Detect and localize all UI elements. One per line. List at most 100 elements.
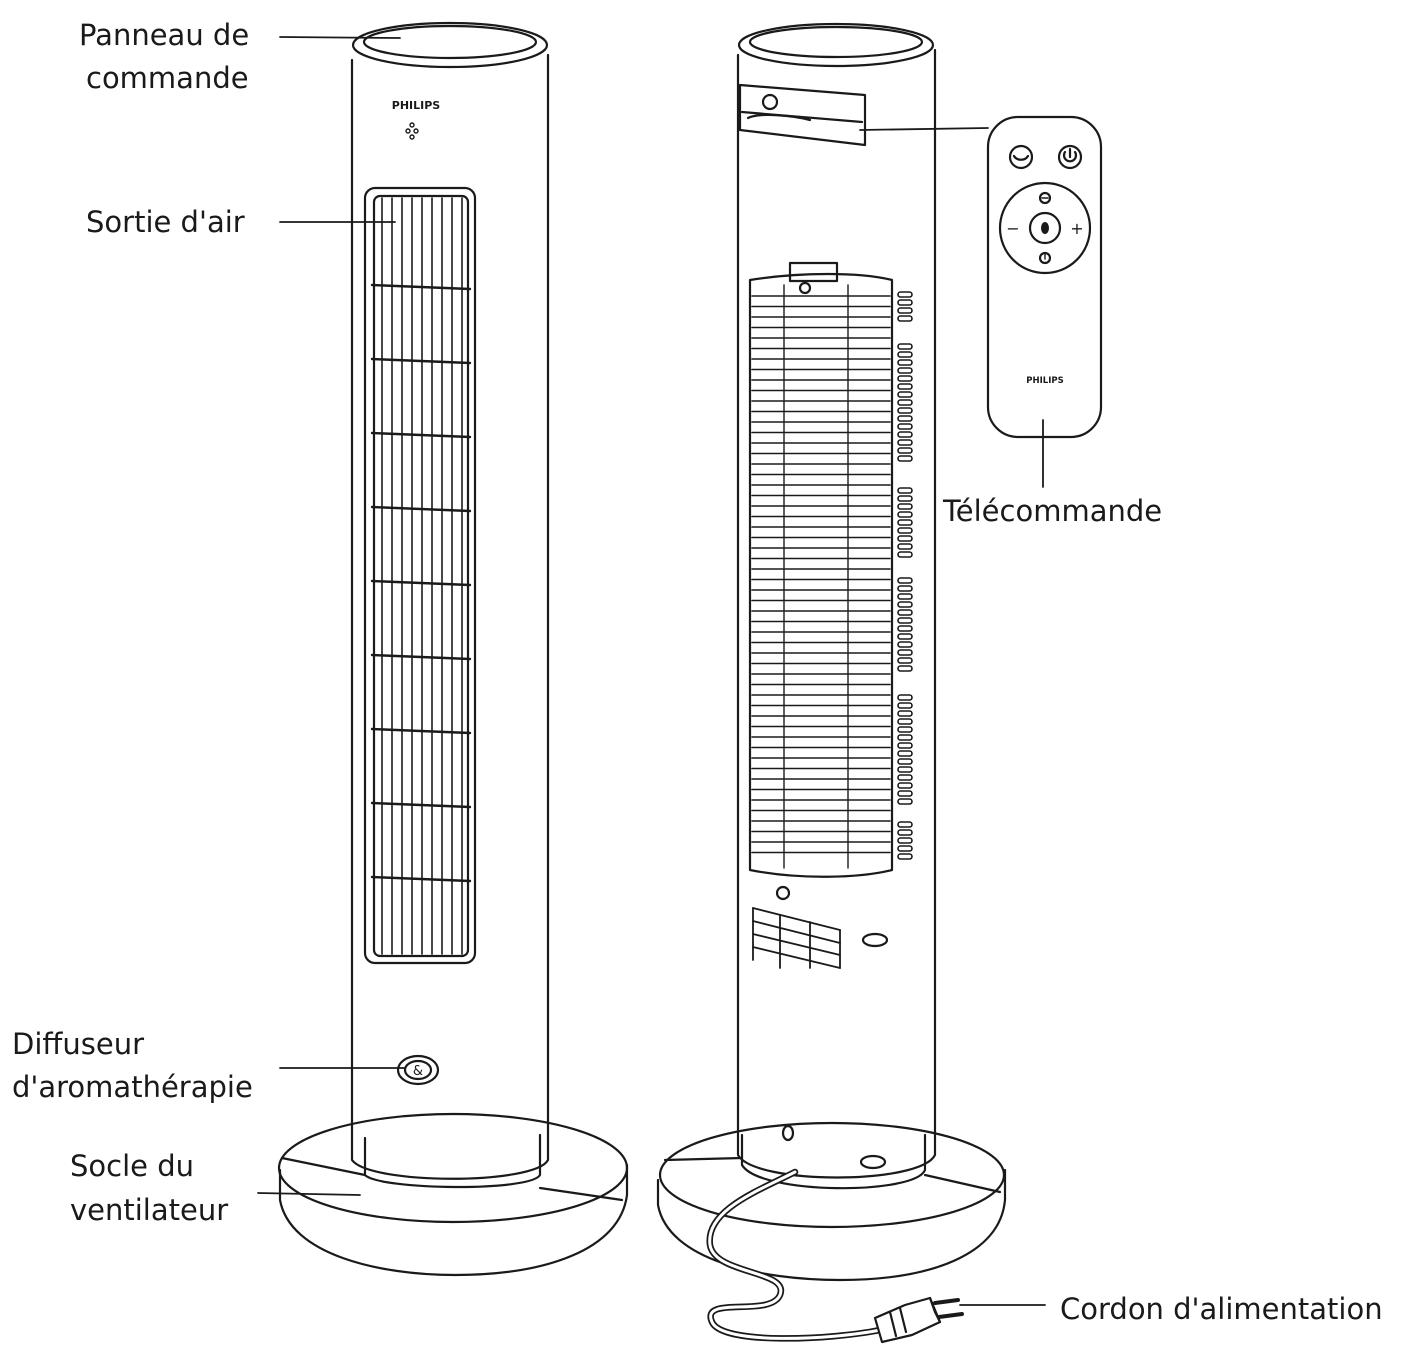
lower-vent bbox=[752, 907, 841, 969]
side-vent-slot bbox=[897, 431, 913, 438]
remote-brand-logo: PHILIPS bbox=[1026, 376, 1063, 386]
side-vent-slot bbox=[897, 439, 913, 446]
grille-rib bbox=[370, 801, 472, 809]
side-vent-slot bbox=[897, 649, 913, 656]
timer-icon bbox=[1008, 144, 1034, 170]
side-vent-slot bbox=[897, 633, 913, 640]
side-vent-slot bbox=[897, 511, 913, 518]
grille-rib bbox=[370, 653, 472, 661]
side-vent-slot bbox=[897, 585, 913, 592]
side-vent-slot bbox=[897, 503, 913, 510]
grille-rib bbox=[370, 431, 472, 439]
side-vent-slot bbox=[897, 423, 913, 430]
swing-icon bbox=[1038, 251, 1052, 265]
side-vent-slot bbox=[897, 487, 913, 494]
front-body bbox=[350, 53, 550, 1180]
label-aroma-diffuser-line2: d'aromathérapie bbox=[12, 1070, 253, 1104]
grille-rib bbox=[370, 505, 472, 513]
side-vent-slot bbox=[897, 790, 913, 797]
label-fan-base-line2: ventilateur bbox=[70, 1193, 229, 1227]
side-vent-slot bbox=[897, 383, 913, 390]
side-vent-slot bbox=[897, 601, 913, 608]
grille-rib bbox=[370, 357, 472, 365]
side-vent-slot bbox=[897, 415, 913, 422]
side-vent-slot bbox=[897, 367, 913, 374]
back-tower bbox=[656, 22, 1007, 1344]
minus-icon: − bbox=[1006, 219, 1019, 238]
side-vent-slot bbox=[897, 399, 913, 406]
back-base bbox=[656, 1121, 1007, 1282]
side-vent-slot bbox=[897, 726, 913, 733]
side-vent-slot bbox=[897, 641, 913, 648]
label-fan-base-line1: Socle du bbox=[70, 1149, 195, 1183]
fan-speed-icon bbox=[1028, 211, 1062, 245]
mode-icon bbox=[1038, 191, 1052, 205]
label-control-panel-line1: Panneau de bbox=[79, 18, 250, 52]
side-vent-slot bbox=[897, 527, 913, 534]
power-cord bbox=[706, 1168, 964, 1344]
label-power-cord: Cordon d'alimentation bbox=[1060, 1292, 1383, 1326]
front-indicator-icon bbox=[405, 122, 419, 140]
front-brand-logo: PHILIPS bbox=[392, 99, 441, 112]
side-vent-slot bbox=[897, 734, 913, 741]
side-vent-slot bbox=[897, 657, 913, 664]
grille-rib bbox=[370, 283, 472, 291]
side-vent-slot bbox=[897, 577, 913, 584]
grille-rib bbox=[370, 727, 472, 735]
side-vent-slot bbox=[897, 315, 913, 322]
label-control-panel-line2: commande bbox=[86, 61, 249, 95]
label-control-panel: Panneau de commande bbox=[79, 14, 249, 100]
side-vent-slot bbox=[897, 750, 913, 757]
side-vent-slot bbox=[897, 821, 913, 828]
side-vent-slot bbox=[897, 625, 913, 632]
side-vent-slot bbox=[897, 375, 913, 382]
plus-icon: + bbox=[1070, 219, 1083, 238]
power-plug-icon bbox=[873, 1296, 964, 1344]
side-vent-slot bbox=[897, 782, 913, 789]
side-vent-slot bbox=[897, 742, 913, 749]
side-vent-slot bbox=[897, 343, 913, 350]
leader-lines bbox=[257, 36, 1046, 1306]
front-base bbox=[277, 1112, 629, 1277]
diffuser-mark: & bbox=[413, 1064, 423, 1079]
side-vent-slot bbox=[897, 299, 913, 306]
side-vent-slot bbox=[897, 718, 913, 725]
side-vent-slot bbox=[897, 307, 913, 314]
side-vent-slot bbox=[897, 617, 913, 624]
control-panel-top bbox=[351, 21, 549, 69]
side-vent-slot bbox=[897, 845, 913, 852]
side-vent-slot bbox=[897, 495, 913, 502]
label-fan-base: Socle du ventilateur bbox=[70, 1144, 228, 1232]
label-aroma-diffuser: Diffuseur d'aromathérapie bbox=[12, 1023, 253, 1109]
remote-holder-slot bbox=[738, 83, 867, 147]
side-vent-slot bbox=[897, 447, 913, 454]
back-body bbox=[736, 48, 937, 1179]
remote-control: − + PHILIPS bbox=[986, 115, 1103, 439]
side-vent-slot bbox=[897, 407, 913, 414]
side-vent-slot bbox=[897, 694, 913, 701]
side-vent-slot bbox=[897, 455, 913, 462]
label-aroma-diffuser-line1: Diffuseur bbox=[12, 1027, 145, 1061]
side-vent-slot bbox=[897, 359, 913, 366]
side-vent-slot bbox=[897, 391, 913, 398]
side-vent-slot bbox=[897, 609, 913, 616]
side-vent-slot bbox=[897, 758, 913, 765]
side-vent-slot bbox=[897, 665, 913, 672]
side-vent-slot bbox=[897, 543, 913, 550]
side-vent-slot bbox=[897, 829, 913, 836]
side-vent-slot bbox=[897, 710, 913, 717]
back-top-cap bbox=[737, 22, 935, 68]
grille-rib bbox=[370, 875, 472, 883]
label-remote-control: Télécommande bbox=[943, 494, 1163, 528]
side-vent-slot bbox=[897, 519, 913, 526]
side-vent-slot bbox=[897, 593, 913, 600]
side-vent-slot bbox=[897, 702, 913, 709]
grille-rib bbox=[370, 579, 472, 587]
side-vent-slot bbox=[897, 766, 913, 773]
remote-dial bbox=[998, 181, 1092, 275]
rear-grille bbox=[748, 261, 894, 901]
side-vent-slot bbox=[897, 837, 913, 844]
side-vent-slot bbox=[897, 351, 913, 358]
